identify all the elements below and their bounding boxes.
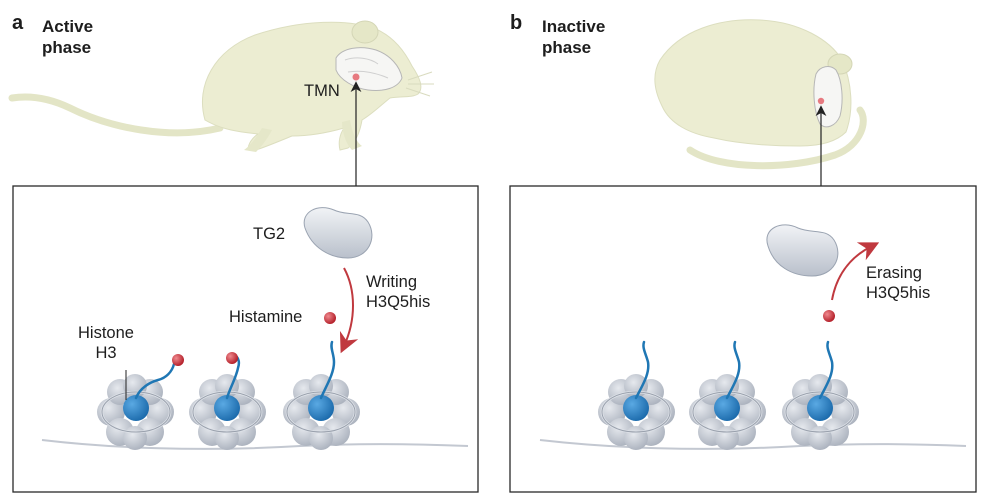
mouse-b-brain (813, 66, 843, 128)
erasing-label-line1: Erasing (866, 264, 922, 282)
nucleosome-a2 (189, 354, 266, 450)
erasing-label-line2: H3Q5his (866, 284, 931, 302)
panel-b-phase-line1: Inactive (542, 17, 606, 36)
active-mouse-illustration (8, 20, 434, 186)
histamine-on-tail-1 (172, 354, 184, 366)
nucleosome-b3 (782, 340, 859, 450)
tg2-label: TG2 (253, 225, 286, 243)
tmn-dot-b (817, 97, 825, 105)
tg2-enzyme-b (766, 224, 839, 277)
nucleosome-b2 (689, 340, 766, 450)
tg2-enzyme-a (303, 207, 373, 259)
tmn-dot-a (352, 73, 360, 81)
nucleosome-a3 (283, 340, 360, 450)
nucleosome-a1 (97, 362, 176, 450)
erasing-label: Erasing H3Q5his (866, 263, 930, 303)
mouse-a-leg-front (342, 120, 362, 150)
histamine-ball-free (324, 312, 336, 324)
histone-h3-label: Histone H3 (68, 323, 144, 363)
mouse-b-tail (686, 106, 867, 170)
histone-label-line2: H3 (95, 344, 117, 362)
mouse-a-leg-back (244, 128, 272, 152)
dna-strand-a (41, 439, 469, 450)
panel-a-phase: Active phase (42, 16, 93, 58)
panel-b-letter: b (510, 12, 523, 34)
mouse-a-ear (351, 20, 379, 44)
writing-label: Writing H3Q5his (366, 272, 430, 312)
histamine-label: Histamine (229, 308, 303, 326)
histone-label-line1: Histone (78, 324, 134, 342)
histamine-ball-released (823, 310, 835, 322)
nucleosome-b1 (598, 340, 675, 450)
writing-label-line2: H3Q5his (366, 293, 431, 311)
writing-arrow (339, 267, 359, 354)
panel-b-phase: Inactive phase (542, 16, 605, 58)
mouse-b-body (654, 19, 852, 147)
panel-b-phase-line2: phase (542, 38, 592, 57)
histamine-on-tail-2 (226, 352, 238, 364)
erasing-arrow (831, 242, 880, 301)
panel-a-letter: a (12, 12, 24, 34)
inactive-mouse-illustration (654, 19, 867, 186)
writing-label-line1: Writing (366, 273, 418, 291)
tmn-label: TMN (304, 82, 340, 100)
panel-a-phase-line2: phase (42, 38, 92, 57)
mouse-a-tail (8, 93, 224, 137)
dna-strand-b (539, 439, 967, 450)
panel-a-phase-line1: Active (42, 17, 94, 36)
panel-b-box (509, 185, 977, 493)
